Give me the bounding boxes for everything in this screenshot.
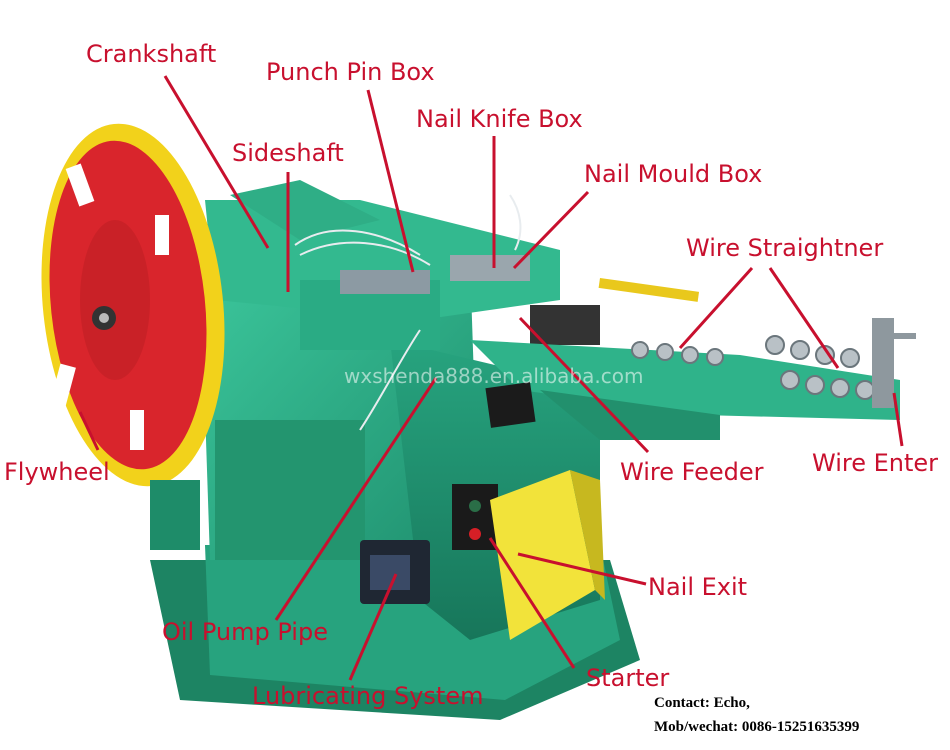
contact-name: Contact: Echo,: [654, 695, 750, 711]
wire-enter-rod: [892, 333, 916, 339]
watermark-text: wxshenda888.en.alibaba.com: [344, 364, 643, 388]
straightener-rollers: [631, 335, 875, 400]
nail-exit-chute-side: [570, 470, 605, 600]
starter-button-red: [469, 528, 481, 540]
label-oil-pump-pipe: Oil Pump Pipe: [162, 618, 328, 646]
yellow-rod: [598, 278, 700, 302]
label-wire-enter: Wire Enter: [812, 449, 939, 477]
label-nail-exit: Nail Exit: [648, 573, 748, 601]
flywheel-bracket: [150, 480, 200, 550]
leader-lines: [78, 75, 904, 681]
nameplate: [485, 381, 536, 428]
label-punch-pin-box: Punch Pin Box: [266, 58, 435, 86]
label-starter: Starter: [586, 664, 670, 692]
crankshaft-housing: [230, 180, 380, 240]
wire-guide-arm: [470, 340, 900, 420]
front-panel: [215, 420, 365, 560]
label-flywheel: Flywheel: [4, 458, 110, 486]
label-crankshaft: Crankshaft: [86, 40, 217, 68]
nail-exit-chute: [490, 470, 595, 640]
feeder-block: [530, 305, 600, 345]
starter-button-green: [469, 500, 481, 512]
wire-enter-post: [872, 318, 894, 408]
punch-pin-block: [340, 270, 430, 294]
label-lubricating-system: Lubricating System: [252, 682, 484, 710]
contact-phone: Mob/wechat: 0086-15251635399: [654, 719, 860, 735]
label-sideshaft: Sideshaft: [232, 139, 344, 167]
label-wire-straightner: Wire Straightner: [686, 234, 884, 262]
wire-guide-underside: [540, 390, 720, 440]
knife-block: [450, 255, 530, 281]
label-nail-mould-box: Nail Mould Box: [584, 160, 763, 188]
flywheel: [41, 123, 225, 487]
label-nail-knife-box: Nail Knife Box: [416, 105, 583, 133]
label-wire-feeder: Wire Feeder: [620, 458, 764, 486]
